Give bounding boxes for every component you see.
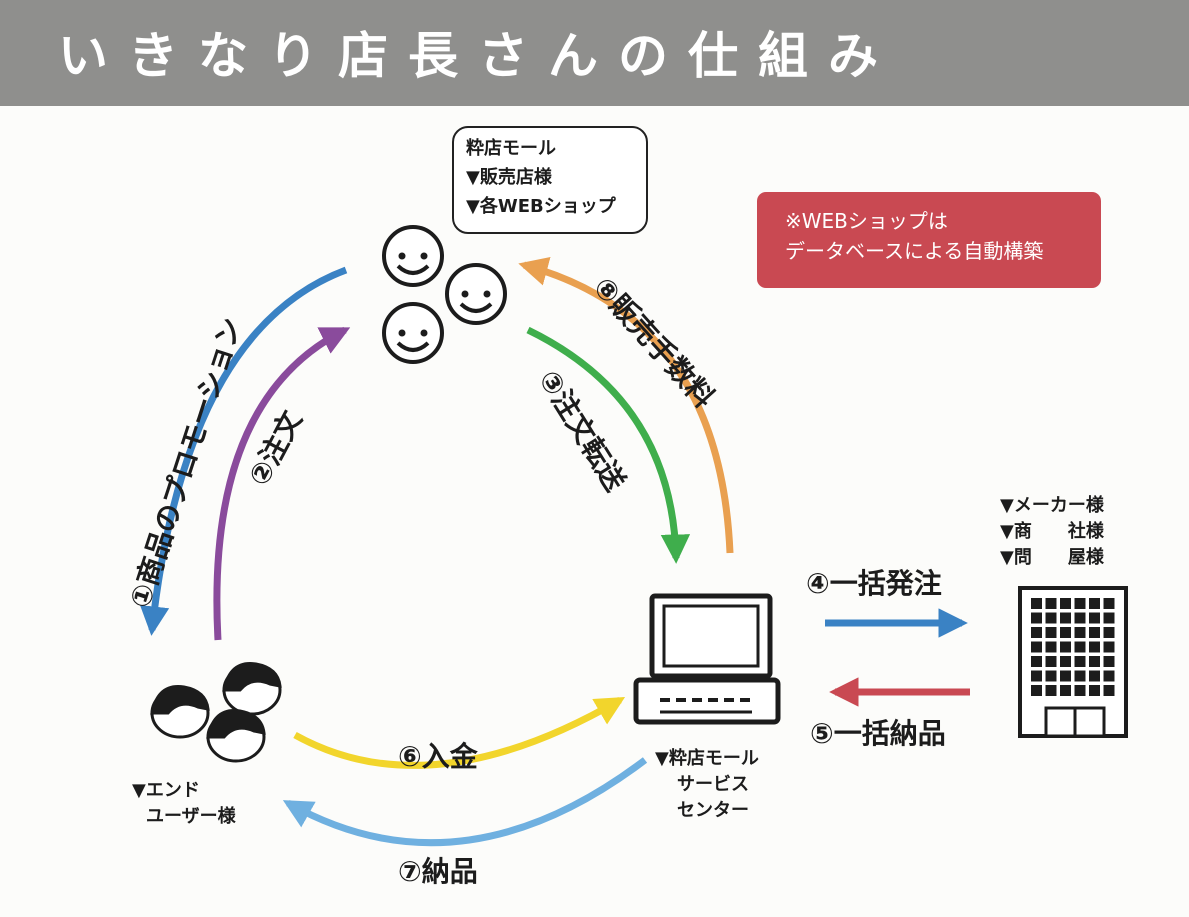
building-window xyxy=(1074,612,1086,624)
mall-box-line: ▼各WEBショップ xyxy=(466,196,616,217)
building-window xyxy=(1089,685,1100,696)
smiley-icon xyxy=(382,302,444,364)
flow-label-commission: ⑧販売手数料 xyxy=(587,271,721,415)
building-window xyxy=(1031,612,1042,624)
service-center-line: ▼粋店モール xyxy=(655,748,759,769)
building-window xyxy=(1031,685,1042,696)
building-window xyxy=(1089,641,1100,653)
building-window xyxy=(1074,656,1086,667)
building-window xyxy=(1031,598,1042,609)
service-center-label: ▼粋店モール サービス センター xyxy=(655,746,759,824)
building-window xyxy=(1060,656,1071,667)
end-user-line: ▼エンド xyxy=(132,780,200,801)
building-window xyxy=(1103,656,1115,667)
building-window xyxy=(1045,641,1057,653)
makers-line: ▼商 社様 xyxy=(1000,521,1104,542)
flow-label-bulk-order: ④一括発注 xyxy=(806,567,942,600)
building-window xyxy=(1089,612,1100,624)
building-window xyxy=(1031,641,1042,653)
building-window xyxy=(1074,641,1086,653)
people-icon xyxy=(150,662,282,763)
note-line: ※WEBショップは xyxy=(785,209,948,233)
building-window xyxy=(1074,670,1086,682)
building-window xyxy=(1031,656,1042,667)
service-center-line: センター xyxy=(677,800,749,821)
building-window xyxy=(1031,670,1042,682)
service-center-line: サービス xyxy=(677,774,749,795)
mall-box: 粋店モール ▼販売店様 ▼各WEBショップ xyxy=(452,126,648,234)
building-window xyxy=(1074,685,1086,696)
building-window xyxy=(1089,670,1100,682)
building-window xyxy=(1045,656,1057,667)
mall-box-line: 粋店モール xyxy=(466,138,556,159)
computer-icon xyxy=(633,593,781,725)
building-icon xyxy=(1018,586,1128,738)
end-user-label: ▼エンド ユーザー様 xyxy=(132,778,236,830)
building-window xyxy=(1074,598,1086,609)
header-bar: いきなり店長さんの仕組み xyxy=(0,0,1189,106)
building-window xyxy=(1060,598,1071,609)
flow-label-transfer: ③注文転送 xyxy=(532,364,632,497)
building-window xyxy=(1060,685,1071,696)
building-window xyxy=(1045,612,1057,624)
commission-arrow xyxy=(518,256,734,554)
mall-box-line: ▼販売店様 xyxy=(466,167,552,188)
flow-label-bulk-delivery: ⑤一括納品 xyxy=(810,717,946,750)
building-window xyxy=(1045,670,1057,682)
page-title: いきなり店長さんの仕組み xyxy=(58,27,898,85)
note-box: ※WEBショップは データベースによる自動構築 xyxy=(757,192,1101,288)
makers-line: ▼メーカー様 xyxy=(1000,495,1104,516)
building-window xyxy=(1060,627,1071,638)
building-window xyxy=(1103,641,1115,653)
building-window xyxy=(1089,627,1100,638)
building-window xyxy=(1045,685,1057,696)
building-window xyxy=(1060,641,1071,653)
delivery-arrow xyxy=(282,757,648,847)
flow-label-delivery: ⑦納品 xyxy=(398,855,478,888)
order-arrow xyxy=(213,326,351,641)
building-window xyxy=(1089,656,1100,667)
flow-label-payment: ⑥入金 xyxy=(398,740,478,773)
makers-label: ▼メーカー様 ▼商 社様 ▼問 屋様 xyxy=(1000,493,1104,571)
building-window xyxy=(1103,598,1115,609)
end-user-line: ユーザー様 xyxy=(146,806,236,827)
building-window xyxy=(1060,670,1071,682)
building-window xyxy=(1103,685,1115,696)
note-line: データベースによる自動構築 xyxy=(785,239,1044,263)
transfer-arrow xyxy=(526,326,691,564)
building-window xyxy=(1045,598,1057,609)
building-window xyxy=(1031,627,1042,638)
building-window xyxy=(1045,627,1057,638)
smiley-icon xyxy=(445,263,507,325)
building-window xyxy=(1103,670,1115,682)
makers-line: ▼問 屋様 xyxy=(1000,547,1104,568)
smiley-icon xyxy=(382,225,444,287)
promotion-arrow xyxy=(139,266,348,636)
building-window xyxy=(1089,598,1100,609)
building-window xyxy=(1103,612,1115,624)
payment-arrow xyxy=(293,696,626,769)
building-window xyxy=(1074,627,1086,638)
building-window xyxy=(1060,612,1071,624)
flow-label-promotion: ①商品のプロモーション xyxy=(123,314,248,613)
building-window xyxy=(1103,627,1115,638)
